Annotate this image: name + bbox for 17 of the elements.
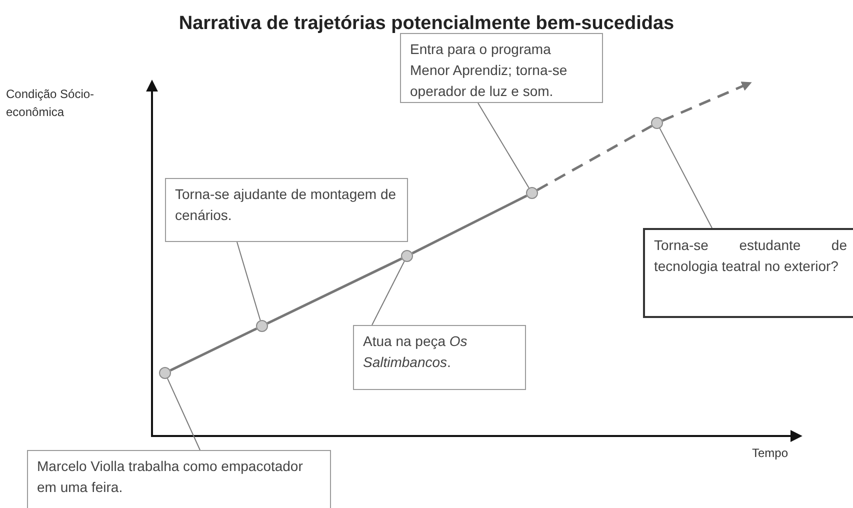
- leader-line: [372, 260, 405, 326]
- y-axis-label: Condição Sócio-econômica: [6, 86, 96, 121]
- trajectory-line: [412, 194, 528, 254]
- event-callout: Marcelo Violla trabalha como empacotador em uma feira.: [27, 450, 331, 508]
- leader-line: [659, 128, 712, 228]
- x-axis-label: Tempo: [752, 445, 788, 462]
- event-callout: Entra para o programa Menor Aprendiz; torna-se operador de luz e som.: [400, 33, 603, 103]
- event-callout: Atua na peça Os Saltimbancos.: [353, 325, 526, 390]
- leader-line: [236, 242, 261, 321]
- event-callout: Torna-se ajudante de montagem de cenários.: [165, 178, 408, 242]
- leader-line: [478, 102, 530, 188]
- event-callout: Torna-se estudante de tecnologia teatral no exterior?: [643, 228, 853, 318]
- trajectory-line: [170, 328, 258, 372]
- leader-line: [166, 378, 200, 450]
- diagram-title: Narrativa de trajetórias potencialmente bem-sucedidas: [178, 12, 676, 36]
- trajectory-line: [266, 257, 402, 325]
- trajectory-line: [662, 82, 752, 122]
